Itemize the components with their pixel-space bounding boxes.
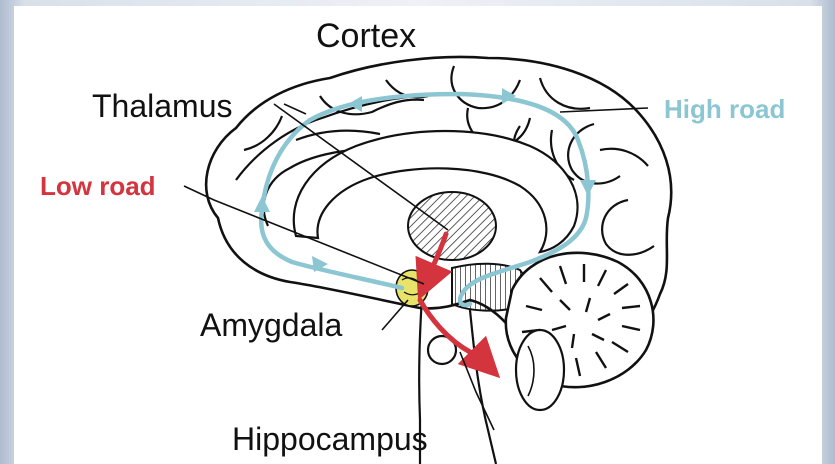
label-thalamus: Thalamus (92, 88, 233, 124)
thalamus (408, 192, 496, 260)
label-cortex: Cortex (316, 17, 416, 55)
brainstem (419, 296, 496, 464)
label-low-road: Low road (40, 171, 156, 201)
cerebellum (506, 253, 654, 410)
label-high-road: High road (664, 94, 785, 124)
label-hippocampus: Hippocampus (232, 421, 428, 457)
label-amygdala: Amygdala (200, 307, 343, 343)
